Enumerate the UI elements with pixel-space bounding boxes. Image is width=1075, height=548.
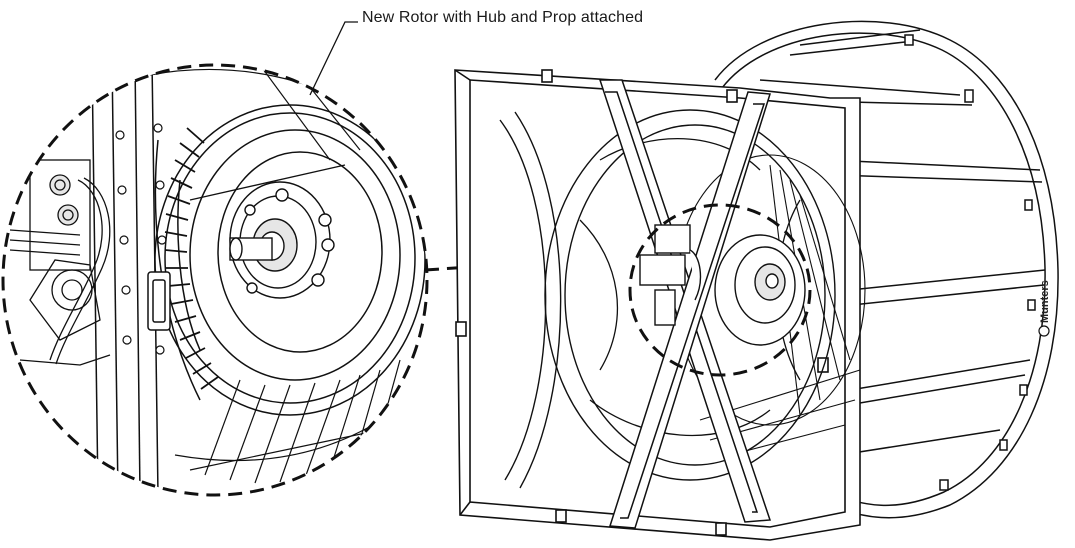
- detail-junction-box: [9, 159, 111, 365]
- main-detail-circle: [628, 203, 812, 377]
- detail-background-hub: [19, 259, 111, 366]
- detail-rotor-teeth: [164, 127, 219, 390]
- callout-leader-line: [309, 21, 358, 96]
- callout-label: New Rotor with Hub and Prop attached: [362, 9, 644, 26]
- main-fan-assembly: Munters: [454, 20, 1059, 541]
- detail-rotor-handle: [147, 271, 171, 331]
- fan-drum-housing: [714, 20, 1059, 519]
- detail-circle: [1, 63, 429, 497]
- brand-logo-icon: [1038, 325, 1050, 337]
- brand-logo-text: Munters: [1039, 280, 1051, 323]
- detail-hub-assembly: [189, 164, 346, 299]
- fan-motor-hub: [639, 224, 806, 346]
- fan-support-struts: [598, 79, 772, 529]
- fan-venturi: [499, 109, 836, 489]
- brand-logo: Munters: [1038, 280, 1051, 337]
- detail-rotor-rings: [154, 104, 426, 416]
